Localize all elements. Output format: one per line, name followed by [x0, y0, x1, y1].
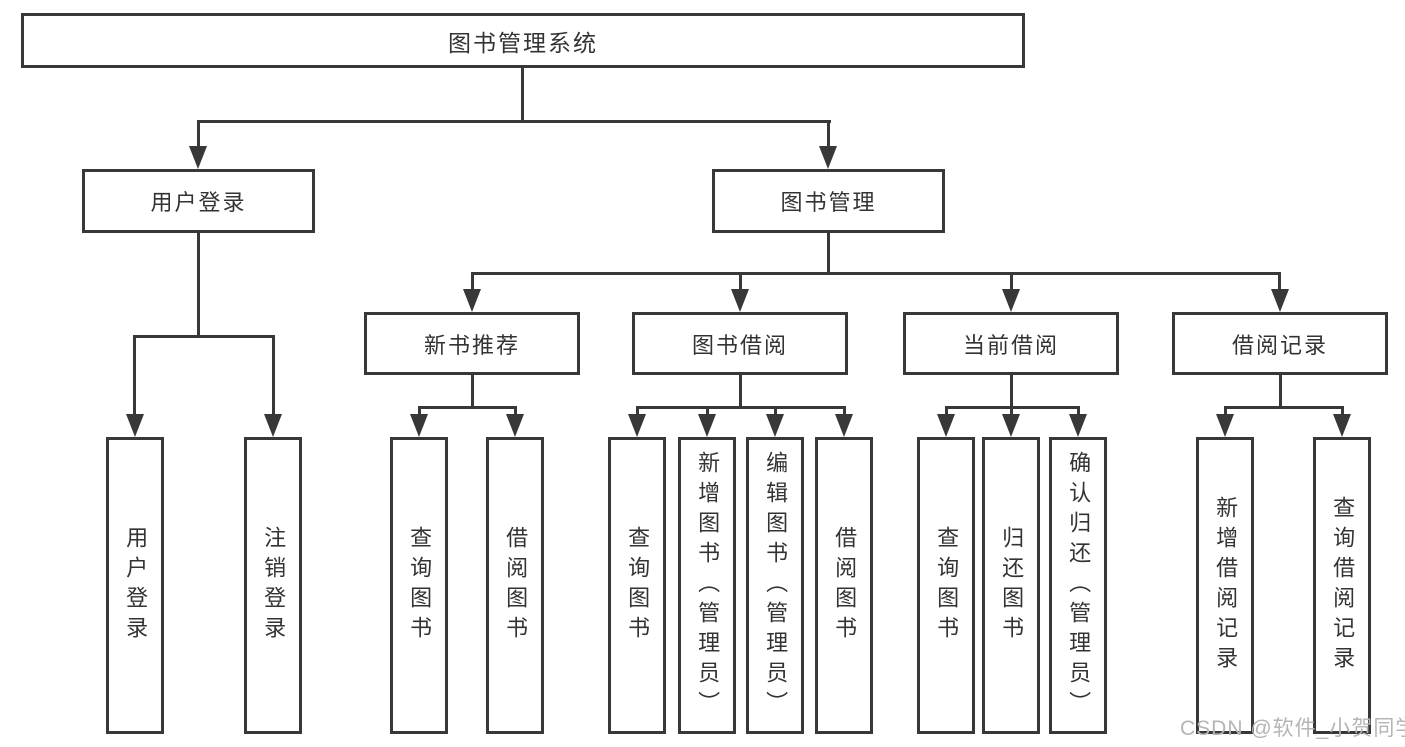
leaf-edit-book-admin: 编辑图书（管理员） — [746, 437, 804, 734]
arrowhead — [1002, 414, 1020, 437]
connector-line — [706, 406, 709, 420]
arrowhead — [819, 146, 837, 169]
connector-line — [1278, 272, 1281, 294]
arrowhead — [410, 414, 428, 437]
leaf-query-borrow-record: 查询借阅记录 — [1313, 437, 1371, 734]
leaf-user-login: 用户登录 — [106, 437, 164, 734]
connector-line — [827, 120, 830, 152]
arrowhead — [506, 414, 524, 437]
connector-line — [1010, 373, 1013, 409]
connector-line — [1010, 406, 1013, 420]
node-label: 借阅记录 — [1231, 332, 1328, 358]
node-label: 注销登录 — [261, 525, 287, 646]
connector-line — [1077, 406, 1080, 420]
arrowhead — [1271, 289, 1289, 312]
arrowhead — [937, 414, 955, 437]
arrowhead — [1002, 289, 1020, 312]
node-label: 借阅图书 — [832, 525, 858, 646]
leaf-logout: 注销登录 — [244, 437, 302, 734]
node-label: 归还图书 — [999, 525, 1025, 646]
leaf-query-books-recommend: 查询图书 — [390, 437, 448, 734]
arrowhead — [835, 414, 853, 437]
connector-line — [418, 406, 516, 409]
connector-line — [514, 406, 517, 420]
connector-line — [1341, 406, 1344, 420]
arrowhead — [1069, 414, 1087, 437]
node-label: 确认归还（管理员） — [1066, 450, 1092, 721]
connector-line — [843, 406, 846, 420]
arrowhead — [264, 414, 282, 437]
node-label: 查询图书 — [407, 525, 433, 646]
node-new-book-recommendation: 新书推荐 — [364, 312, 580, 375]
connector-line — [827, 231, 830, 274]
arrowhead — [126, 414, 144, 437]
leaf-add-book-admin: 新增图书（管理员） — [678, 437, 736, 734]
connector-line — [197, 231, 200, 338]
arrowhead — [189, 146, 207, 169]
arrowhead — [628, 414, 646, 437]
node-current-borrowing: 当前借阅 — [903, 312, 1119, 375]
arrowhead — [766, 414, 784, 437]
connector-line — [133, 335, 275, 338]
node-label: 借阅图书 — [503, 525, 529, 646]
arrowhead — [1333, 414, 1351, 437]
arrowhead — [1216, 414, 1234, 437]
node-label: 新增借阅记录 — [1213, 495, 1239, 676]
connector-line — [197, 120, 831, 123]
node-borrowing-records: 借阅记录 — [1172, 312, 1388, 375]
connector-line — [418, 406, 421, 420]
leaf-return-books: 归还图书 — [982, 437, 1040, 734]
node-label: 图书管理 — [780, 190, 877, 215]
connector-line — [945, 406, 948, 420]
node-label: 用户登录 — [123, 525, 149, 646]
connector-line — [521, 66, 524, 122]
arrowhead — [731, 289, 749, 312]
node-label: 图书管理系统 — [448, 29, 598, 56]
arrowhead — [463, 289, 481, 312]
connector-line — [272, 335, 275, 417]
node-label: 新增图书（管理员） — [695, 450, 721, 721]
connector-line — [1010, 272, 1013, 294]
connector-line — [133, 335, 136, 417]
connector-line — [471, 272, 1281, 275]
node-label: 新书推荐 — [423, 332, 520, 358]
connector-line — [197, 120, 200, 152]
leaf-borrow-books-recommend: 借阅图书 — [486, 437, 544, 734]
connector-line — [1224, 406, 1344, 409]
connector-line — [471, 272, 474, 294]
connector-line — [1224, 406, 1227, 420]
csdn-watermark: CSDN @软件_小贺同学 — [1180, 717, 1405, 740]
node-user-login: 用户登录 — [82, 169, 315, 233]
leaf-query-books-borrowing: 查询图书 — [608, 437, 666, 734]
connector-line — [636, 406, 639, 420]
arrowhead — [698, 414, 716, 437]
leaf-confirm-return-admin: 确认归还（管理员） — [1049, 437, 1107, 734]
node-label: 当前借阅 — [962, 332, 1059, 358]
node-label: 编辑图书（管理员） — [763, 450, 789, 721]
connector-line — [739, 373, 742, 409]
connector-line — [636, 406, 846, 409]
connector-line — [471, 373, 474, 409]
node-library-management-system: 图书管理系统 — [21, 13, 1025, 68]
node-label: 查询图书 — [934, 525, 960, 646]
connector-line — [774, 406, 777, 420]
node-book-borrowing: 图书借阅 — [632, 312, 848, 375]
node-label: 查询图书 — [625, 525, 651, 646]
node-label: 用户登录 — [150, 190, 247, 215]
leaf-query-books-current: 查询图书 — [917, 437, 975, 734]
connector-line — [739, 272, 742, 294]
node-label: 查询借阅记录 — [1330, 495, 1356, 676]
node-label: 图书借阅 — [691, 332, 788, 358]
node-book-management: 图书管理 — [712, 169, 945, 233]
connector-line — [1279, 373, 1282, 409]
leaf-add-borrow-record: 新增借阅记录 — [1196, 437, 1254, 734]
leaf-borrow-books-borrowing: 借阅图书 — [815, 437, 873, 734]
